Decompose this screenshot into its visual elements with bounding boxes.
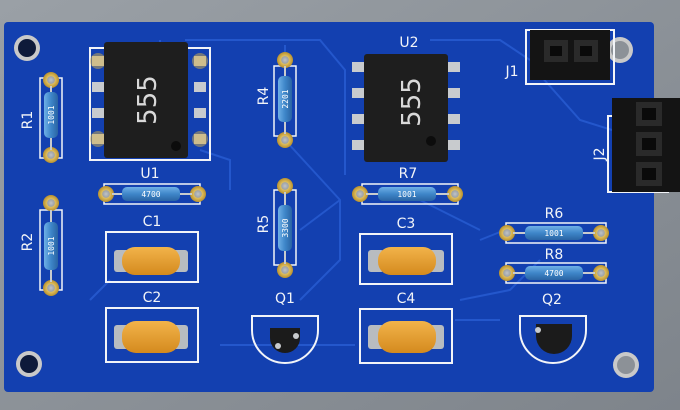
resistor-r5: 3300 <box>273 178 297 278</box>
label-r2: R2 <box>20 233 36 252</box>
resistor-r6: 1001 <box>499 222 609 244</box>
label-r7: R7 <box>399 166 418 182</box>
resistor-r8: 4700 <box>499 262 609 284</box>
chip-u1-marking: 555 <box>133 75 163 125</box>
resistor-r2: 1001 <box>39 195 63 296</box>
resistor-r1-code: 1001 <box>47 105 56 124</box>
resistor-u1-code: 4700 <box>141 190 160 199</box>
label-u2: U2 <box>399 35 418 51</box>
label-q1: Q1 <box>275 291 295 307</box>
resistor-r6-code: 1001 <box>544 229 563 238</box>
chip-u1: 555 <box>89 42 211 161</box>
label-r6: R6 <box>545 206 564 222</box>
label-j1: J1 <box>504 64 518 80</box>
capacitor-c4 <box>359 308 453 364</box>
label-u1: U1 <box>140 166 159 182</box>
label-r8: R8 <box>545 247 564 263</box>
resistor-r4-code: 2201 <box>281 89 290 108</box>
transistor-q2 <box>519 315 587 364</box>
chip-u2: 555 <box>352 54 460 162</box>
label-q2: Q2 <box>542 292 562 308</box>
label-c4: C4 <box>397 291 416 307</box>
connector-j2 <box>607 98 680 193</box>
connector-j1 <box>525 29 615 85</box>
resistor-r1: 1001 <box>39 72 63 163</box>
transistor-q1 <box>251 315 319 364</box>
label-r4: R4 <box>256 87 272 106</box>
resistor-r5-code: 3300 <box>281 218 290 237</box>
capacitor-c1 <box>105 231 199 283</box>
resistor-r8-code: 4700 <box>544 269 563 278</box>
chip-u2-marking: 555 <box>397 77 427 127</box>
label-c3: C3 <box>397 216 416 232</box>
label-c2: C2 <box>143 290 162 306</box>
label-j2: J2 <box>592 147 608 161</box>
capacitor-c3 <box>359 233 453 285</box>
label-c1: C1 <box>143 214 162 230</box>
resistor-r7-code: 1001 <box>397 190 416 199</box>
resistor-r4: 2201 <box>273 52 297 148</box>
resistor-u1-bottom: 4700 <box>98 183 206 205</box>
resistor-r2-code: 1001 <box>47 236 56 255</box>
label-r5: R5 <box>256 215 272 234</box>
resistor-r7: 1001 <box>352 183 463 205</box>
label-r1: R1 <box>20 111 36 130</box>
capacitor-c2 <box>105 307 199 363</box>
